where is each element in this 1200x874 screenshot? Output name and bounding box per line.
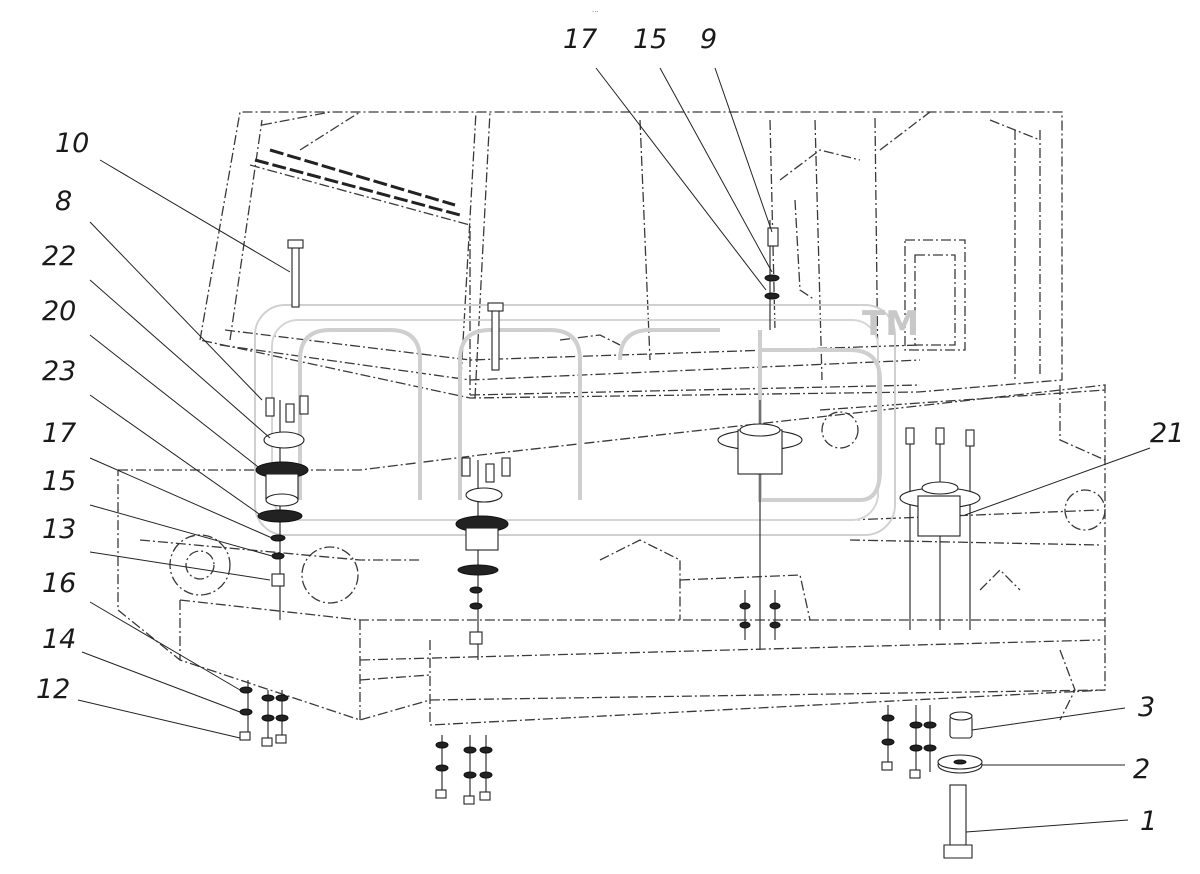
callout-23: 23: [42, 356, 76, 387]
callouts: 17 15 9 10 8 22 20 23 17 15 13 16 14 12 …: [36, 24, 1184, 837]
cab-frame: [199, 111, 1063, 399]
callout-20: 20: [42, 296, 76, 327]
callout-13: 13: [42, 514, 76, 545]
hardware-center: [435, 735, 493, 805]
part-bolt-1: [943, 784, 973, 859]
mount-rear-right: [899, 427, 981, 630]
callout-15: 15: [42, 466, 76, 497]
watermark-trademark: TM: [862, 304, 919, 344]
callout-21: 21: [1150, 418, 1184, 449]
callout-3: 3: [1138, 692, 1155, 723]
callout-22: 22: [42, 241, 76, 272]
watermark: TM: [254, 304, 919, 536]
part-washer-2: [937, 754, 983, 774]
hardware-right: [881, 705, 937, 779]
callout-14: 14: [42, 624, 76, 655]
callout-2: 2: [1133, 754, 1150, 785]
callout-10: 10: [55, 128, 89, 159]
callout-1: 1: [1140, 806, 1157, 837]
mount-front-center: [287, 239, 511, 660]
callout-15-top: 15: [633, 24, 667, 55]
part-spacer-3: [949, 711, 973, 739]
hardware-left: [239, 680, 289, 747]
callout-16: 16: [42, 568, 76, 599]
callout-17: 17: [42, 418, 76, 449]
callout-8: 8: [55, 186, 72, 217]
callout-17-top: 17: [563, 24, 597, 55]
callout-12: 12: [36, 674, 70, 705]
mount-front-left: [255, 395, 309, 620]
header-mark: ...: [592, 6, 599, 14]
mount-rear-center: [717, 220, 803, 650]
callout-9: 9: [700, 24, 717, 55]
